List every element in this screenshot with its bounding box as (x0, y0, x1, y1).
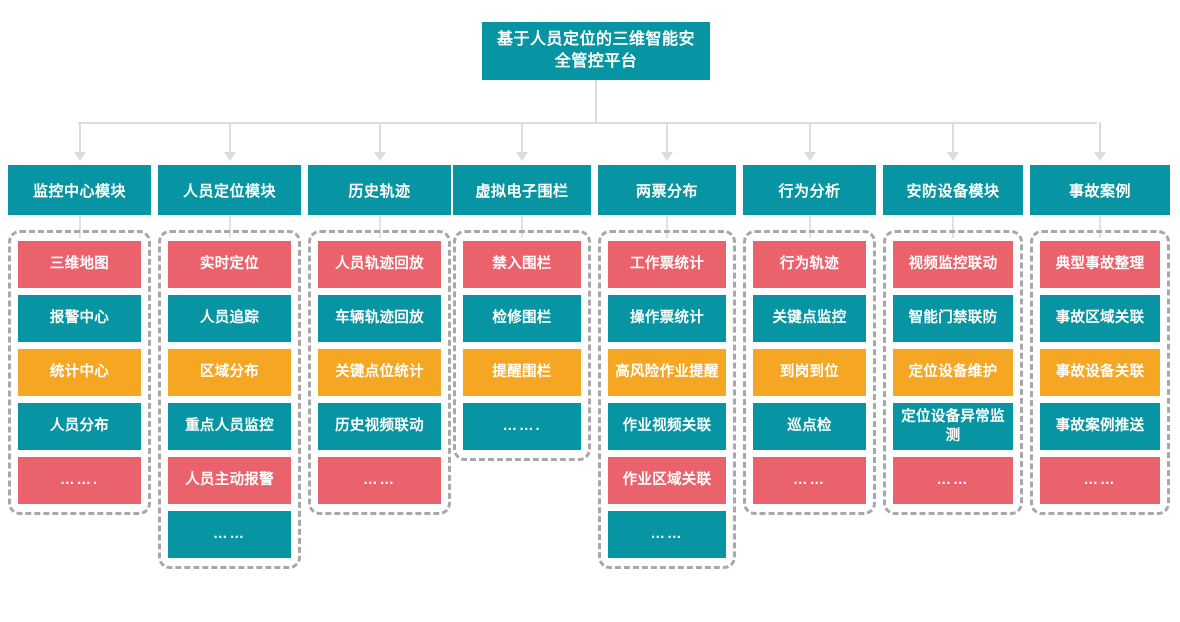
connector-drop-3 (378, 122, 381, 154)
connector-stub-6 (808, 216, 811, 238)
module-column-2: 人员定位模块实时定位人员追踪区域分布重点人员监控人员主动报警 …… (158, 165, 301, 569)
module-node[interactable]: ……. (463, 403, 581, 450)
connector-drop-6 (808, 122, 811, 154)
module-group-2: 实时定位人员追踪区域分布重点人员监控人员主动报警 …… (158, 230, 301, 569)
module-node[interactable]: 实时定位 (168, 241, 291, 288)
module-group-6: 行为轨迹关键点监控到岗到位巡点检 …… (743, 230, 876, 515)
module-node[interactable]: …… (893, 457, 1013, 504)
module-header-4[interactable]: 虚拟电子围栏 (453, 165, 591, 215)
module-node[interactable]: ……. (18, 457, 141, 504)
module-node[interactable]: 报警中心 (18, 295, 141, 342)
module-column-3: 历史轨迹人员轨迹回放车辆轨迹回放关键点位统计历史视频联动 …… (308, 165, 451, 515)
module-column-5: 两票分布工作票统计操作票统计高风险作业提醒作业视频关联作业区域关联 …… (598, 165, 736, 569)
module-node[interactable]: 事故设备关联 (1040, 349, 1160, 396)
module-header-3[interactable]: 历史轨迹 (308, 165, 451, 215)
module-node[interactable]: 操作票统计 (608, 295, 726, 342)
module-header-2[interactable]: 人员定位模块 (158, 165, 301, 215)
connector-arrow-5 (661, 152, 673, 161)
connector-arrow-7 (947, 152, 959, 161)
module-column-7: 安防设备模块视频监控联动智能门禁联防定位设备维护定位设备异常监测 …… (883, 165, 1023, 515)
module-node[interactable]: …… (168, 511, 291, 558)
module-column-6: 行为分析行为轨迹关键点监控到岗到位巡点检 …… (743, 165, 876, 515)
module-group-7: 视频监控联动智能门禁联防定位设备维护定位设备异常监测 …… (883, 230, 1023, 515)
module-group-5: 工作票统计操作票统计高风险作业提醒作业视频关联作业区域关联 …… (598, 230, 736, 569)
connector-arrow-1 (73, 152, 86, 161)
module-node[interactable]: 事故区域关联 (1040, 295, 1160, 342)
module-group-1: 三维地图报警中心统计中心人员分布 ……. (8, 230, 151, 515)
module-node[interactable]: 事故案例推送 (1040, 403, 1160, 450)
module-group-3: 人员轨迹回放车辆轨迹回放关键点位统计历史视频联动 …… (308, 230, 451, 515)
module-node[interactable]: 定位设备异常监测 (893, 403, 1013, 450)
connector-stub-2 (228, 216, 231, 238)
module-node[interactable]: 智能门禁联防 (893, 295, 1013, 342)
connector-stub-3 (378, 216, 381, 238)
module-node[interactable]: …… (608, 511, 726, 558)
module-node[interactable]: 人员轨迹回放 (318, 241, 441, 288)
module-node[interactable]: 三维地图 (18, 241, 141, 288)
module-node[interactable]: …… (1040, 457, 1160, 504)
connector-stub-5 (666, 216, 668, 238)
connector-bus-line (78, 122, 1097, 124)
module-node[interactable]: 工作票统计 (608, 241, 726, 288)
connector-drop-2 (228, 122, 231, 154)
module-node[interactable]: …… (318, 457, 441, 504)
connector-drop-8 (1099, 122, 1101, 154)
module-node[interactable]: 车辆轨迹回放 (318, 295, 441, 342)
module-group-4: 禁入围栏检修围栏提醒围栏 ……. (453, 230, 591, 461)
connector-stub-7 (952, 216, 954, 238)
module-group-8: 典型事故整理事故区域关联事故设备关联事故案例推送 …… (1030, 230, 1170, 515)
module-node[interactable]: 作业视频关联 (608, 403, 726, 450)
module-column-8: 事故案例典型事故整理事故区域关联事故设备关联事故案例推送 …… (1030, 165, 1170, 515)
module-header-7[interactable]: 安防设备模块 (883, 165, 1023, 215)
connector-stub-4 (521, 216, 523, 238)
module-node[interactable]: 到岗到位 (753, 349, 866, 396)
connector-drop-4 (521, 122, 523, 154)
module-node[interactable]: 视频监控联动 (893, 241, 1013, 288)
module-header-5[interactable]: 两票分布 (598, 165, 736, 215)
module-node[interactable]: 关键点监控 (753, 295, 866, 342)
connector-drop-5 (666, 122, 668, 154)
module-node[interactable]: 人员分布 (18, 403, 141, 450)
module-node[interactable]: 巡点检 (753, 403, 866, 450)
module-node[interactable]: 高风险作业提醒 (608, 349, 726, 396)
module-column-4: 虚拟电子围栏禁入围栏检修围栏提醒围栏 ……. (453, 165, 591, 461)
module-node[interactable]: 行为轨迹 (753, 241, 866, 288)
module-node[interactable]: 典型事故整理 (1040, 241, 1160, 288)
module-node[interactable]: 检修围栏 (463, 295, 581, 342)
connector-arrow-4 (516, 152, 528, 161)
module-node[interactable]: 统计中心 (18, 349, 141, 396)
module-node[interactable]: …… (753, 457, 866, 504)
module-header-1[interactable]: 监控中心模块 (8, 165, 151, 215)
module-header-6[interactable]: 行为分析 (743, 165, 876, 215)
module-node[interactable]: 区域分布 (168, 349, 291, 396)
module-node[interactable]: 关键点位统计 (318, 349, 441, 396)
connector-arrow-3 (373, 152, 386, 161)
module-node[interactable]: 人员追踪 (168, 295, 291, 342)
connector-arrow-6 (803, 152, 816, 161)
module-node[interactable]: 禁入围栏 (463, 241, 581, 288)
root-title-box: 基于人员定位的三维智能安全管控平台 (482, 22, 710, 80)
connector-drop-1 (78, 122, 81, 154)
module-node[interactable]: 历史视频联动 (318, 403, 441, 450)
connector-arrow-2 (223, 152, 236, 161)
module-header-8[interactable]: 事故案例 (1030, 165, 1170, 215)
module-node[interactable]: 重点人员监控 (168, 403, 291, 450)
module-node[interactable]: 作业区域关联 (608, 457, 726, 504)
connector-stub-8 (1099, 216, 1101, 238)
connector-arrow-8 (1094, 152, 1106, 161)
connector-drop-7 (952, 122, 954, 154)
module-node[interactable]: 提醒围栏 (463, 349, 581, 396)
module-node[interactable]: 定位设备维护 (893, 349, 1013, 396)
module-node[interactable]: 人员主动报警 (168, 457, 291, 504)
connector-stub-1 (78, 216, 81, 238)
root-connector-stem (595, 80, 597, 123)
module-column-1: 监控中心模块三维地图报警中心统计中心人员分布 ……. (8, 165, 151, 515)
